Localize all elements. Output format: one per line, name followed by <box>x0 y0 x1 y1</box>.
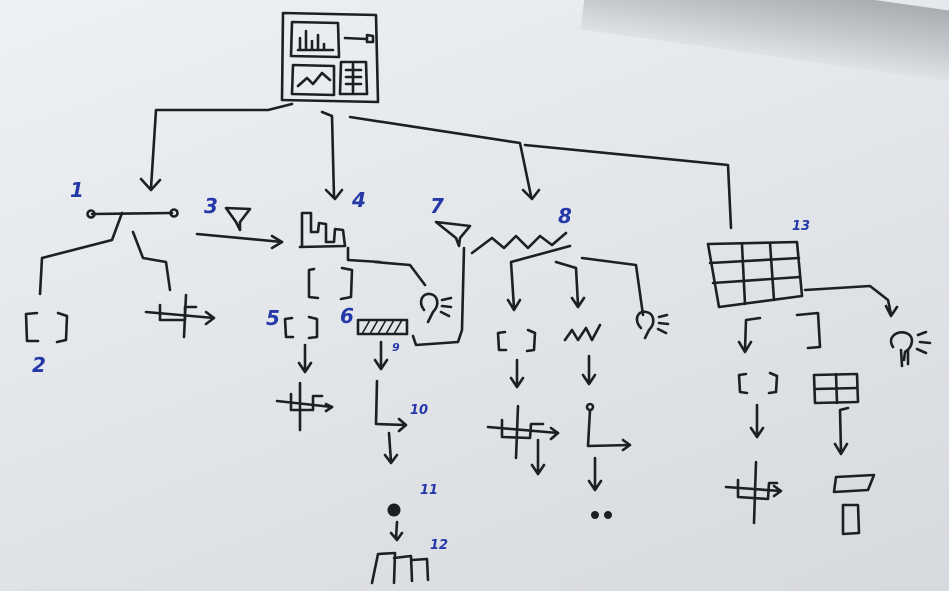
progress-bar-node-6 <box>356 318 409 371</box>
time-slider-node <box>38 208 179 296</box>
label-11: 11 <box>420 483 439 498</box>
bar-chart-node-4 <box>298 211 427 301</box>
label-3: 3 <box>204 194 218 218</box>
line-chart-node-10 <box>374 379 408 465</box>
lightbulb-icon-a <box>419 292 453 324</box>
label-9: 9 <box>392 341 400 354</box>
sparkline-branches <box>506 244 645 317</box>
lightbulb-icon-b <box>635 310 670 340</box>
bracket-node-13a <box>724 371 783 525</box>
label-7: 7 <box>430 194 444 218</box>
lightbulb-icon-c <box>889 330 932 368</box>
filter-node-7 <box>411 220 568 347</box>
dot-node-11 <box>387 503 404 542</box>
bracket-node-5 <box>275 315 334 432</box>
label-12: 12 <box>430 538 449 553</box>
step-node-12 <box>370 551 430 585</box>
dashboard-root-node <box>280 11 380 104</box>
label-13: 13 <box>792 219 811 234</box>
label-6: 6 <box>340 304 354 328</box>
root-connectors <box>139 102 733 230</box>
label-10: 10 <box>410 403 429 418</box>
filter-node-3 <box>195 206 284 250</box>
table-node-13b <box>812 372 876 536</box>
bracket-node-2 <box>24 311 69 344</box>
label-5: 5 <box>266 306 280 330</box>
label-2: 2 <box>32 353 46 377</box>
table-node-13 <box>706 240 899 354</box>
label-4: 4 <box>352 188 366 212</box>
bracket-node-8a <box>486 328 560 476</box>
label-8: 8 <box>558 204 572 228</box>
label-1: 1 <box>70 178 84 202</box>
axes-chart-node-a <box>144 293 216 339</box>
zigzag-node-8b <box>563 323 632 519</box>
